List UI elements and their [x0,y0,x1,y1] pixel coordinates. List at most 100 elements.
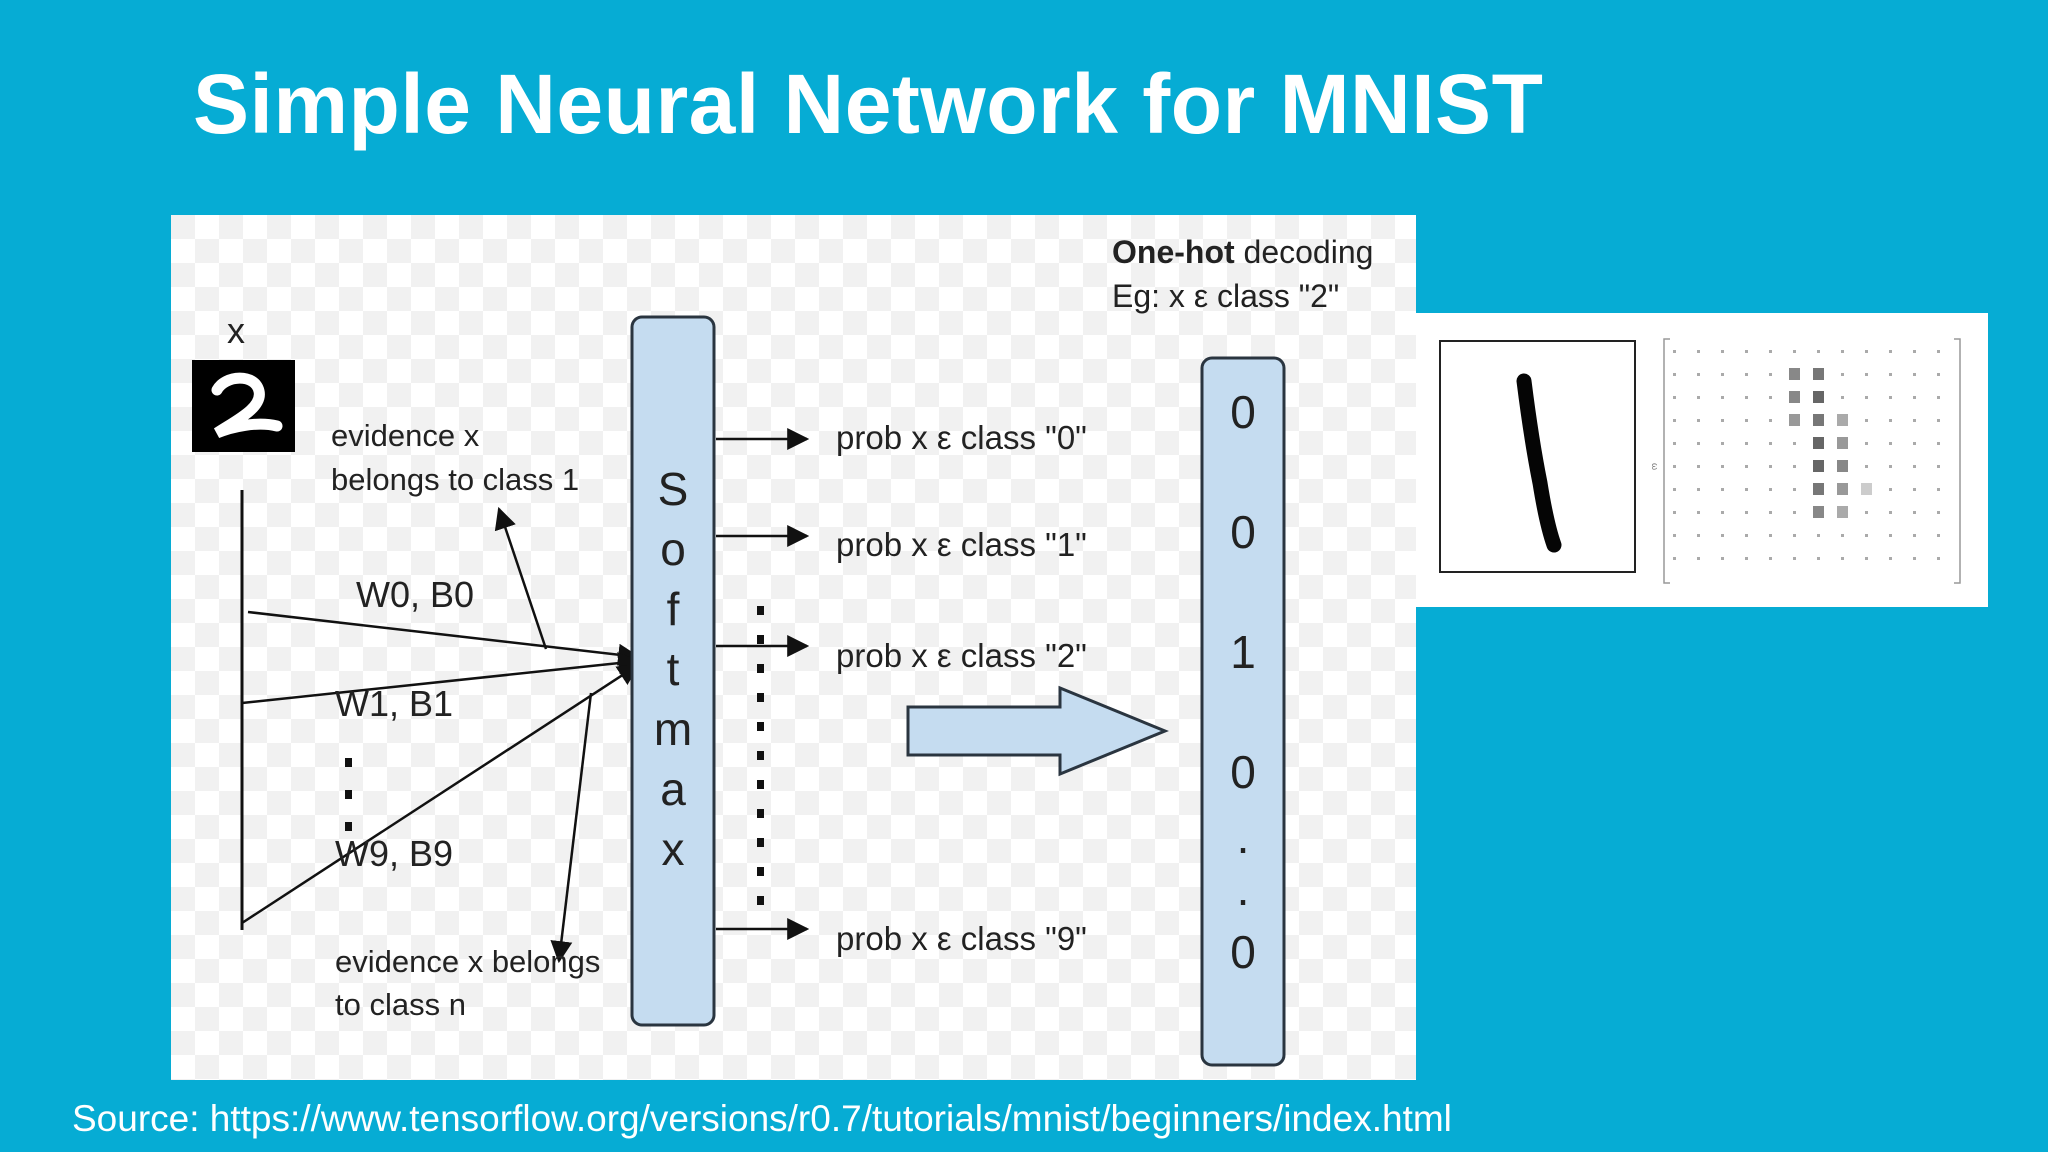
pixel-dot [1913,465,1916,468]
input-label: x [227,310,245,351]
pixel-dot [1841,557,1844,560]
pixel-dot [1889,557,1892,560]
right-arrow-icon [906,685,1169,777]
pixel-dot [1673,511,1676,514]
pixel-cell [1837,414,1848,426]
weight-label-w0: W0, B0 [356,574,474,615]
pixel-dot [1697,442,1700,445]
pixel-dot [1697,373,1700,376]
pixel-dot [1865,396,1868,399]
onehot-value: 0 [1230,386,1256,438]
evidence-top-line2: belongs to class 1 [331,462,579,497]
pixel-dot [1865,465,1868,468]
pixel-dot [1745,557,1748,560]
pixel-cell [1837,506,1848,518]
prob-label-1: prob x ε class "1" [836,526,1087,563]
pixel-cell [1837,483,1848,495]
pixel-dot [1673,419,1676,422]
pixel-dot [1817,534,1820,537]
pixel-dot [1865,534,1868,537]
pixel-dot [1793,557,1796,560]
onehot-value: 1 [1230,626,1256,678]
pixel-dot [1745,396,1748,399]
pixel-dot [1793,442,1796,445]
pixel-dot [1697,534,1700,537]
pixel-dot [1865,350,1868,353]
softmax-box [630,315,716,1027]
pixel-dot [1769,488,1772,491]
pixel-dot [1673,534,1676,537]
digit-1-inset: ω [1416,313,1988,607]
pixel-dot [1745,442,1748,445]
pixel-dot [1889,419,1892,422]
pixel-dot [1889,488,1892,491]
softmax-letter: S [658,463,689,515]
pixel-dot [1793,511,1796,514]
softmax-label: S o f t m a x [654,463,692,875]
pixel-dot [1721,465,1724,468]
pixel-cell [1813,414,1824,426]
weight-ellipsis [345,758,352,831]
pixel-dot [1937,396,1940,399]
pixel-dot [1673,557,1676,560]
prob-ellipsis [757,606,764,905]
pixel-dot [1865,511,1868,514]
onehot-title-bold: One-hot [1112,234,1235,270]
pixel-dot [1865,419,1868,422]
pixel-dot [1937,465,1940,468]
pixel-grid-image [1663,338,1961,584]
pixel-dot [1913,373,1916,376]
pixel-dot [1673,373,1676,376]
pixel-dot [1673,465,1676,468]
pixel-dot [1745,465,1748,468]
evidence-top-line1: evidence x [331,418,480,453]
prob-label-9: prob x ε class "9" [836,920,1087,957]
pixel-dot [1769,350,1772,353]
pixel-dot [1913,534,1916,537]
pixel-dot [1673,350,1676,353]
pixel-dot [1721,419,1724,422]
pixel-dot [1745,488,1748,491]
pixel-cell [1813,506,1824,518]
pixel-cell [1789,414,1800,426]
pixel-dot [1913,557,1916,560]
pixel-dot [1697,465,1700,468]
pixel-dot [1721,350,1724,353]
pixel-dot [1937,557,1940,560]
pixel-dot [1769,534,1772,537]
pixel-dot [1745,511,1748,514]
pixel-dot [1913,488,1916,491]
evidence-bottom-line2: to class n [335,987,466,1022]
pixel-dot [1769,442,1772,445]
pixel-dot [1817,350,1820,353]
onehot-vector: 0 0 1 0 . . 0 [1230,386,1256,978]
onehot-value: . [1237,863,1250,915]
pixel-dot [1889,442,1892,445]
pixel-dot [1841,396,1844,399]
prob-label-0: prob x ε class "0" [836,419,1087,456]
pixel-dot [1769,373,1772,376]
pixel-dot [1793,465,1796,468]
pixel-cell [1789,368,1800,380]
softmax-letter: m [654,703,692,755]
pixel-dot [1793,350,1796,353]
onehot-example: Eg: x ε class "2" [1112,278,1339,314]
pixel-dot [1913,396,1916,399]
evidence-bottom-line1: evidence x belongs [335,944,600,979]
pixel-dot [1889,396,1892,399]
pixel-dot [1841,350,1844,353]
pixel-dot [1889,373,1892,376]
pixel-dot [1913,442,1916,445]
pixel-dot [1673,396,1676,399]
digit-1-image [1439,340,1636,573]
pixel-cell [1813,460,1824,472]
pixel-dot [1697,419,1700,422]
pixel-dot [1673,488,1676,491]
weight-label-w1: W1, B1 [335,683,453,724]
pixel-dot [1721,396,1724,399]
pixel-dot [1889,465,1892,468]
source-citation: Source: https://www.tensorflow.org/versi… [72,1098,1452,1139]
pixel-cell [1813,368,1824,380]
pixel-cell [1813,391,1824,403]
output-arrows [716,428,810,940]
